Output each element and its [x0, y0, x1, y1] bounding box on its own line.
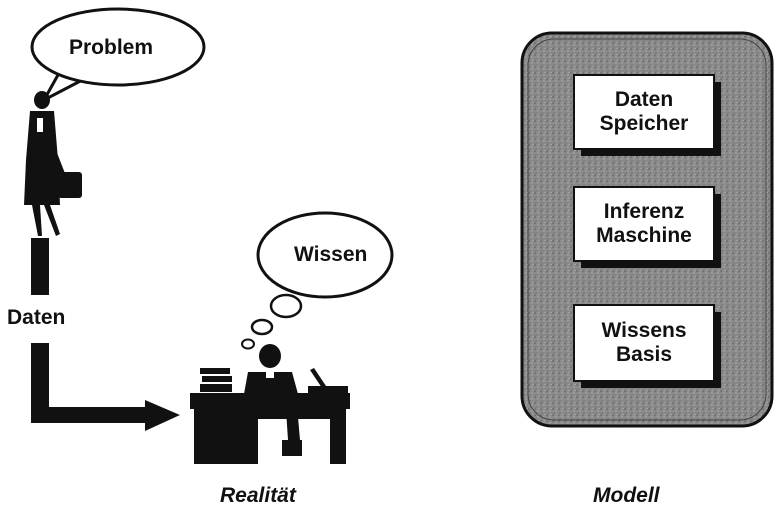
inference-engine-box — [573, 186, 721, 268]
problem-speech-bubble — [30, 7, 206, 104]
reality-caption: Realität — [220, 484, 296, 507]
knowledge-base-box — [573, 304, 721, 388]
knowledge-base-line-1: Wissens — [601, 319, 687, 342]
worker-icon — [244, 344, 302, 456]
data-flow-arrow — [31, 238, 180, 431]
inference-engine-label: Inferenz Maschine — [574, 200, 714, 248]
data-storage-line-2: Speicher — [599, 112, 689, 135]
data-storage-label: Daten Speicher — [574, 88, 714, 136]
data-label: Daten — [7, 306, 66, 329]
model-caption: Modell — [593, 484, 660, 507]
knowledge-base-line-2: Basis — [615, 343, 673, 366]
knowledge-label: Wissen — [294, 243, 368, 266]
data-storage-box — [573, 74, 721, 156]
knowledge-base-label: Wissens Basis — [574, 319, 714, 367]
data-storage-line-1: Daten — [614, 88, 674, 111]
knowledge-thought-bubble — [241, 211, 394, 350]
inference-engine-line-2: Maschine — [596, 224, 692, 247]
inference-engine-line-1: Inferenz — [603, 200, 685, 223]
problem-label: Problem — [69, 36, 154, 59]
businesswoman-icon — [24, 91, 82, 236]
